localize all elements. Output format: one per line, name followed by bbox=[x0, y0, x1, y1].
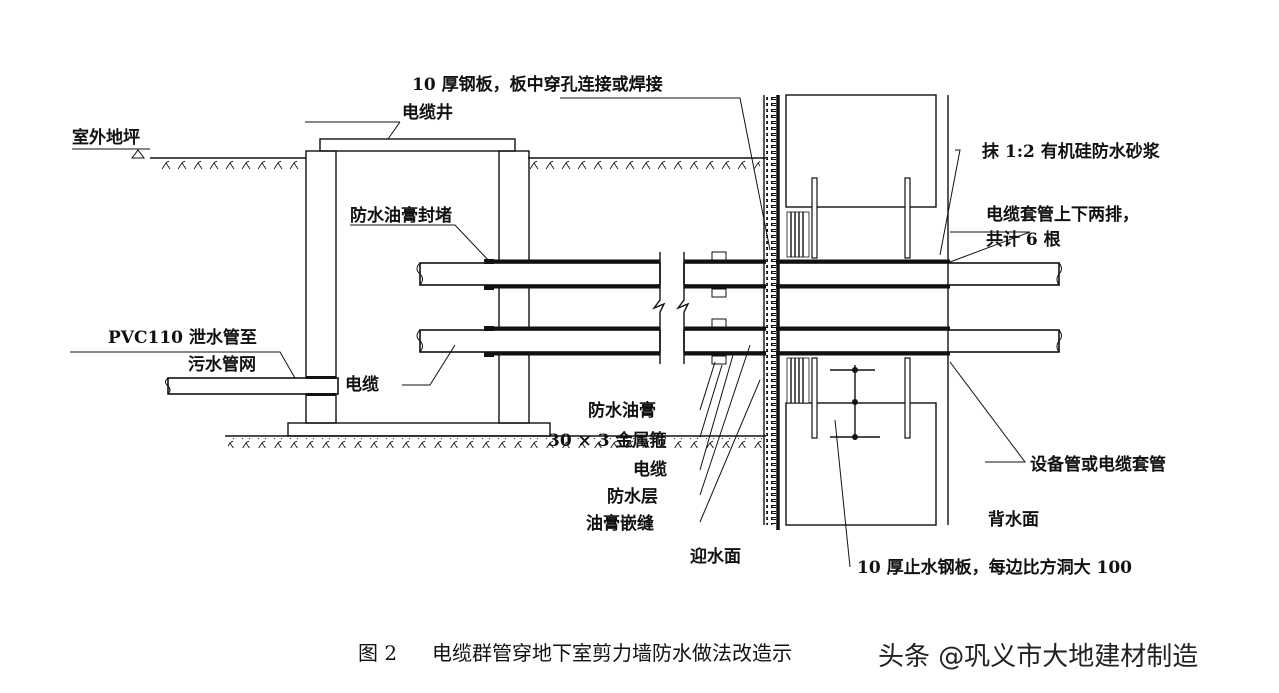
watermark: 头条 @巩义市大地建材制造 bbox=[878, 642, 1198, 672]
cable-sleeve-lower bbox=[416, 318, 1062, 365]
label-pvc-drain-1: PVC110 泄水管至 bbox=[108, 327, 257, 348]
label-equipment-sleeve: 设备管或电缆套管 bbox=[1030, 454, 1166, 475]
label-cable-left: 电缆 bbox=[345, 374, 379, 395]
cable-well bbox=[225, 138, 768, 448]
waterproof-layer bbox=[766, 95, 776, 525]
wall-concrete-upper bbox=[785, 94, 937, 208]
label-waterproof-layer: 防水层 bbox=[607, 486, 658, 507]
break-marks bbox=[651, 252, 690, 364]
label-stop-plate: 10 厚止水钢板，每边比方洞大 100 bbox=[857, 557, 1132, 578]
outdoor-ground bbox=[72, 148, 768, 170]
shear-wall bbox=[763, 94, 949, 530]
well-base bbox=[287, 422, 551, 437]
leader-lines bbox=[70, 97, 1031, 568]
label-waterproof-paste-seal: 防水油膏封堵 bbox=[350, 205, 452, 226]
label-waterproof-paste: 防水油膏 bbox=[588, 400, 656, 421]
well-cover bbox=[319, 138, 516, 152]
label-outdoor-ground: 室外地坪 bbox=[72, 127, 140, 148]
label-mortar: 抹 1:2 有机硅防水砂浆 bbox=[982, 141, 1161, 162]
rebar-tie bbox=[830, 365, 880, 440]
label-paste-joint: 油膏嵌缝 bbox=[586, 513, 654, 534]
pvc-drain-pipe bbox=[165, 376, 339, 396]
label-sleeve-rows-1: 电缆套管上下两排， bbox=[986, 204, 1139, 225]
label-metal-hoop: 30 × 3 金属箍 bbox=[548, 430, 667, 451]
label-sleeve-rows-2: 共计 6 根 bbox=[986, 229, 1061, 250]
label-pvc-drain-2: 污水管网 bbox=[188, 354, 256, 375]
cable-sleeve-upper bbox=[416, 251, 1062, 298]
figure-caption-title: 电缆群管穿地下室剪力墙防水做法改造示 bbox=[432, 641, 792, 665]
stop-steel-plates bbox=[811, 177, 911, 439]
label-upstream-face: 迎水面 bbox=[690, 546, 741, 567]
elevation-marker-icon bbox=[131, 149, 145, 159]
label-downstream-face: 背水面 bbox=[988, 509, 1039, 530]
label-steel-plate: 10 厚钢板，板中穿孔连接或焊接 bbox=[412, 74, 663, 95]
wall-concrete-lower bbox=[785, 402, 937, 526]
label-cable-well: 电缆井 bbox=[402, 102, 453, 123]
figure-caption-number: 图 2 bbox=[358, 641, 397, 665]
paste-joint-fill bbox=[786, 211, 810, 404]
label-cable-mid: 电缆 bbox=[633, 459, 667, 480]
